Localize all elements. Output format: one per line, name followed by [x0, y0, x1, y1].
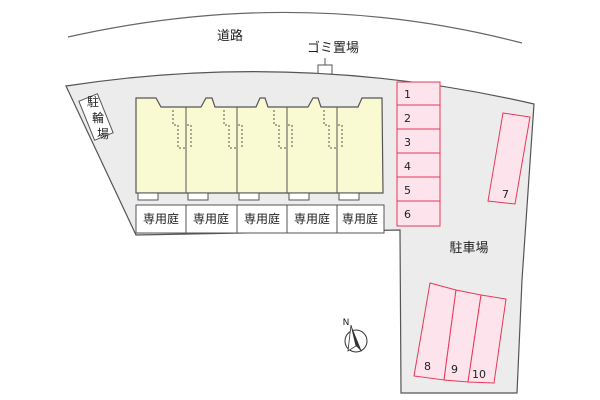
- parking-space: [396, 200, 441, 227]
- bicycle-label-char-1: 駐: [87, 94, 99, 109]
- parking-space: [467, 294, 507, 384]
- parking-row: [413, 282, 507, 384]
- parking-column: [396, 81, 441, 227]
- parking-space: [487, 112, 531, 205]
- parking-number: 9: [451, 363, 458, 376]
- gardens: 専用庭 専用庭 専用庭 専用庭 専用庭: [135, 204, 385, 234]
- parking-number: 4: [404, 160, 411, 173]
- north-arrow: N: [343, 318, 368, 353]
- parking-space: [396, 104, 441, 130]
- garden-label: 専用庭: [143, 211, 179, 226]
- parking-numbers: 1 2 3 4 5 6: [404, 88, 411, 221]
- road-label: 道路: [217, 28, 243, 44]
- parking-number: 6: [404, 208, 411, 221]
- parking-number: 1: [404, 88, 411, 101]
- garden-label: 専用庭: [244, 211, 280, 226]
- parking-label: 駐車場: [449, 241, 488, 256]
- parking-number: 5: [404, 184, 411, 197]
- entry-steps: [137, 192, 360, 201]
- stair-outlines: [172, 110, 343, 149]
- parking-space: [396, 152, 441, 178]
- parking-number: 3: [404, 136, 411, 149]
- garden-label: 専用庭: [193, 211, 229, 226]
- bicycle-label-char-3: 場: [97, 127, 109, 141]
- garbage-box: [317, 64, 333, 75]
- garden-label: 専用庭: [342, 211, 378, 226]
- north-label: N: [343, 318, 350, 328]
- parking-number: 8: [424, 360, 431, 373]
- bicycle-label-char-2: 輪: [92, 110, 104, 125]
- building-block: [135, 97, 384, 194]
- road-edge: [67, 11, 523, 44]
- parking-number: 2: [404, 112, 411, 125]
- parking-number: 10: [472, 368, 486, 381]
- parking-number: 7: [502, 188, 509, 201]
- garbage-label: ゴミ置場: [307, 40, 359, 56]
- bicycle-parking: [78, 93, 114, 141]
- garden-label: 専用庭: [294, 211, 330, 226]
